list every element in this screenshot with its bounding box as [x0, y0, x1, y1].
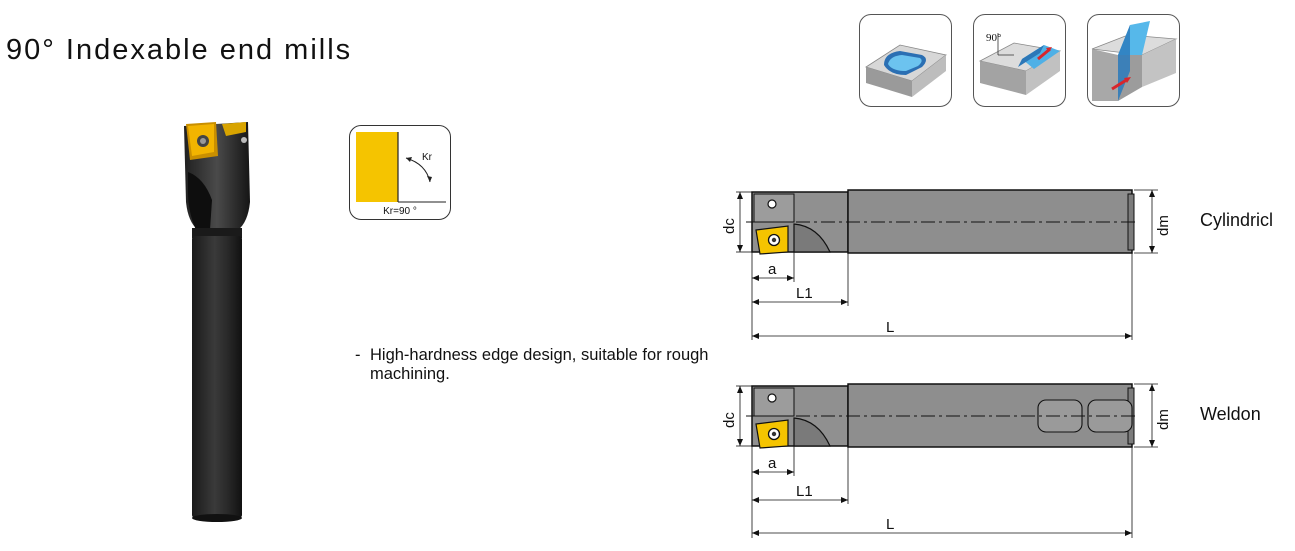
- dm-label: dm: [1155, 215, 1170, 236]
- a-label: a: [768, 261, 777, 278]
- angle-90-label: 90°: [986, 32, 1001, 44]
- l-label: L: [886, 319, 894, 336]
- l1-label: L1: [796, 483, 813, 500]
- pocket-milling-icon: [859, 14, 952, 107]
- feature-bullet: - High-hardness edge design, suitable fo…: [355, 346, 715, 384]
- feature-text: High-hardness edge design, suitable for …: [370, 346, 709, 383]
- cylindrical-shank-drawing: dc dm a L1 L: [690, 182, 1172, 357]
- kr-angle-label: Kr: [422, 152, 433, 163]
- weldon-shank-drawing: dc dm a L1 L: [690, 376, 1172, 551]
- page-title: 90° Indexable end mills: [6, 34, 353, 66]
- bullet-dash: -: [355, 346, 361, 364]
- l1-label: L1: [796, 285, 813, 302]
- dc-label: dc: [721, 218, 738, 234]
- kr-angle-card: Kr Kr=90 °: [349, 125, 451, 220]
- kr-caption: Kr=90 °: [383, 206, 417, 217]
- end-mill-photo: [170, 112, 270, 527]
- insert-edge-shape: [356, 132, 398, 202]
- dc-label: dc: [721, 412, 738, 428]
- dm-label: dm: [1155, 409, 1170, 430]
- shoulder-milling-90-icon: 90°: [973, 14, 1066, 107]
- a-label: a: [768, 455, 777, 472]
- cylindrical-variant-label: Cylindricl: [1200, 210, 1274, 230]
- l-label: L: [886, 516, 894, 533]
- slot-milling-icon: [1087, 14, 1180, 107]
- weldon-variant-label: Weldon: [1200, 404, 1261, 424]
